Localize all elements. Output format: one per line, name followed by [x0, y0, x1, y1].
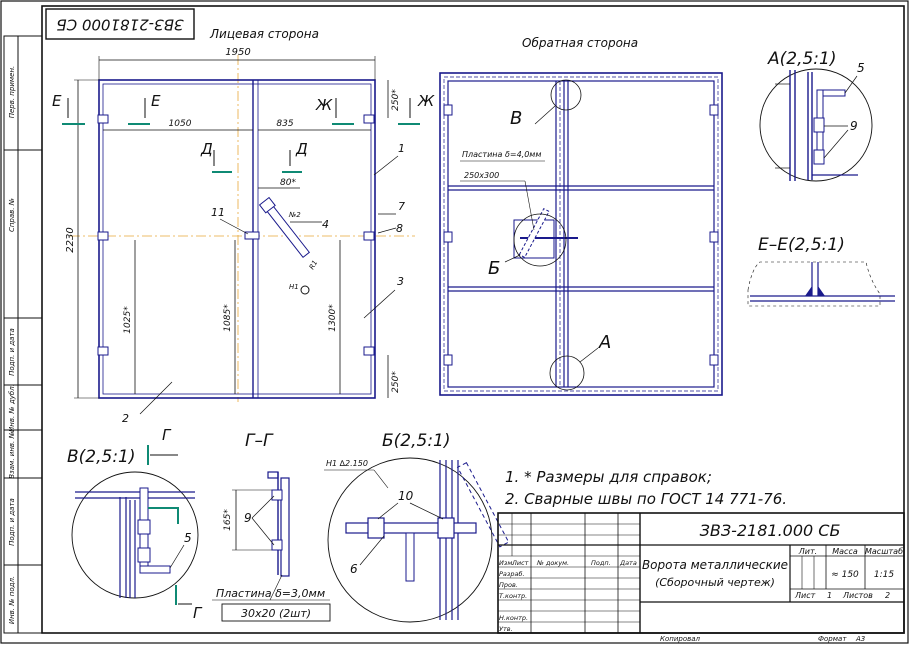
- title-name-line2: (Сборочный чертеж): [655, 576, 775, 589]
- sheet-value: 1: [827, 591, 832, 600]
- detail-a-title: А(2,5:1): [767, 49, 836, 69]
- section-e-left: Е: [52, 92, 62, 110]
- leader-11: 11: [211, 206, 225, 219]
- dim-1025: 1025*: [123, 306, 133, 334]
- leader-4: 4: [322, 218, 329, 231]
- dim-1050: 1050: [169, 119, 192, 129]
- detail-a: А(2,5:1) 5 9: [759, 49, 873, 182]
- detail-b: Б(2,5:1) Н1 ∆2.150 10 6: [324, 431, 510, 623]
- scale-value: 1:15: [874, 570, 894, 580]
- leader-2: 2: [122, 412, 129, 425]
- row-prov: Пров.: [499, 581, 518, 589]
- rotated-doc-code: ЗВЗ-2181000 СБ: [56, 16, 183, 34]
- detail-v: В(2,5:1) Г Г 5: [67, 426, 203, 622]
- detail-gg-num-9: 9: [244, 511, 252, 525]
- format-label: Формат: [818, 635, 847, 643]
- section-d-right: Д: [295, 140, 308, 158]
- leader-8: 8: [396, 222, 403, 235]
- mass-label: Масса: [832, 547, 858, 556]
- title-block: [497, 512, 905, 634]
- side-label-6: Подп. и дата: [8, 498, 16, 546]
- section-d-left: Д: [200, 140, 213, 158]
- plate-size: 250х300: [464, 171, 499, 180]
- sheets-value: 2: [885, 591, 890, 600]
- side-label-1: Перв. примен.: [8, 66, 16, 119]
- dim-r: R1: [308, 259, 320, 271]
- notes: 1. * Размеры для справок; 2. Сварные швы…: [505, 468, 787, 508]
- detail-gg: Г–Г 165* 9 Пластина δ=3,0мм 30х20 (2шт): [212, 431, 331, 622]
- title-name-line1: Ворота металлические: [642, 558, 788, 572]
- callout-v: В: [510, 108, 522, 129]
- side-label-5: Взам. инв. №: [8, 431, 16, 479]
- dim-1300: 1300*: [328, 304, 338, 332]
- detail-v-num-5: 5: [184, 531, 192, 545]
- plate-label: Пластина δ=4,0мм: [462, 150, 541, 159]
- row-razrab: Разраб.: [499, 570, 525, 578]
- detail-b-weld: Н1 ∆2.150: [326, 459, 368, 468]
- detail-ee: Е–Е(2,5:1): [747, 235, 895, 307]
- side-label-4: Инв. № дубл.: [8, 384, 16, 432]
- sheet-label: Лист: [794, 591, 816, 600]
- lit-label: Лит.: [798, 547, 817, 556]
- row-nkontr: Н.контр.: [499, 614, 528, 622]
- col-doc: № докум.: [536, 559, 569, 567]
- col-izm: Изм.: [499, 559, 514, 567]
- dim-835: 835: [276, 119, 293, 129]
- back-view: В Б А Пластина δ=4,0мм 250х300: [439, 72, 723, 396]
- callout-a: А: [598, 332, 611, 353]
- callout-b: Б: [488, 258, 500, 279]
- section-e-right: Е: [151, 92, 161, 110]
- detail-b-title: Б(2,5:1): [382, 431, 451, 451]
- detail-v-section-g-top: Г: [162, 426, 172, 444]
- front-view: 1950 2230 1050 835 250* 250* 1025* 1085*…: [52, 47, 435, 425]
- side-label-2: Справ. №: [8, 198, 16, 232]
- side-label-7: Инв. № подл.: [8, 576, 16, 624]
- col-podp: Подп.: [591, 559, 611, 567]
- row-tkontr: Т.контр.: [499, 592, 527, 600]
- section-zh-right: Ж: [417, 92, 435, 110]
- mass-value: ≈ 150: [831, 570, 859, 580]
- sheets-label: Листов: [842, 591, 873, 600]
- side-label-3: Подп. и дата: [8, 328, 16, 376]
- detail-b-num-6: 6: [350, 562, 358, 576]
- side-stamp: Перв. примен. Справ. № Подп. и дата Инв.…: [3, 35, 43, 634]
- leader-3: 3: [397, 275, 404, 288]
- detail-gg-dim-165: 165*: [223, 509, 233, 531]
- detail-a-num-9: 9: [850, 119, 858, 133]
- title-block-text: ЗВЗ-2181.000 СБ Ворота металлические (Сб…: [499, 521, 903, 643]
- detail-gg-plate-label: Пластина δ=3,0мм: [216, 587, 325, 600]
- section-zh-left: Ж: [315, 96, 333, 114]
- tag-no2: №2: [288, 211, 301, 219]
- detail-b-num-10: 10: [398, 489, 414, 503]
- scale-label: Масштаб: [865, 547, 903, 556]
- col-data: Дата: [619, 559, 637, 567]
- note-1: 1. * Размеры для справок;: [505, 468, 712, 486]
- code-box: [45, 8, 195, 40]
- leader-7: 7: [398, 200, 405, 213]
- note-2: 2. Сварные швы по ГОСТ 14 771-76.: [505, 490, 787, 508]
- copied-label: Копировал: [660, 635, 701, 643]
- detail-gg-plate-size: 30х20 (2шт): [241, 607, 311, 620]
- detail-ee-title: Е–Е(2,5:1): [758, 235, 845, 255]
- detail-v-section-g-bottom: Г: [193, 604, 203, 622]
- dim-250-bottom: 250*: [391, 371, 401, 393]
- weld-tag-h1: Н1: [289, 283, 299, 291]
- leader-1: 1: [398, 142, 405, 155]
- detail-v-title: В(2,5:1): [67, 447, 136, 467]
- detail-gg-title: Г–Г: [245, 431, 274, 451]
- dim-250-top: 250*: [391, 89, 401, 111]
- dim-width: 1950: [225, 47, 250, 58]
- back-view-label: Обратная сторона: [522, 36, 638, 50]
- dim-height: 2230: [65, 227, 76, 252]
- dim-80: 80*: [280, 178, 296, 188]
- col-list: Лист: [511, 559, 529, 567]
- row-utv: Утв.: [499, 625, 513, 633]
- front-view-label: Лицевая сторона: [209, 27, 319, 41]
- title-code: ЗВЗ-2181.000 СБ: [700, 521, 841, 540]
- dim-1085: 1085*: [223, 304, 233, 332]
- format-value: А3: [855, 635, 865, 643]
- detail-a-num-5: 5: [857, 61, 865, 75]
